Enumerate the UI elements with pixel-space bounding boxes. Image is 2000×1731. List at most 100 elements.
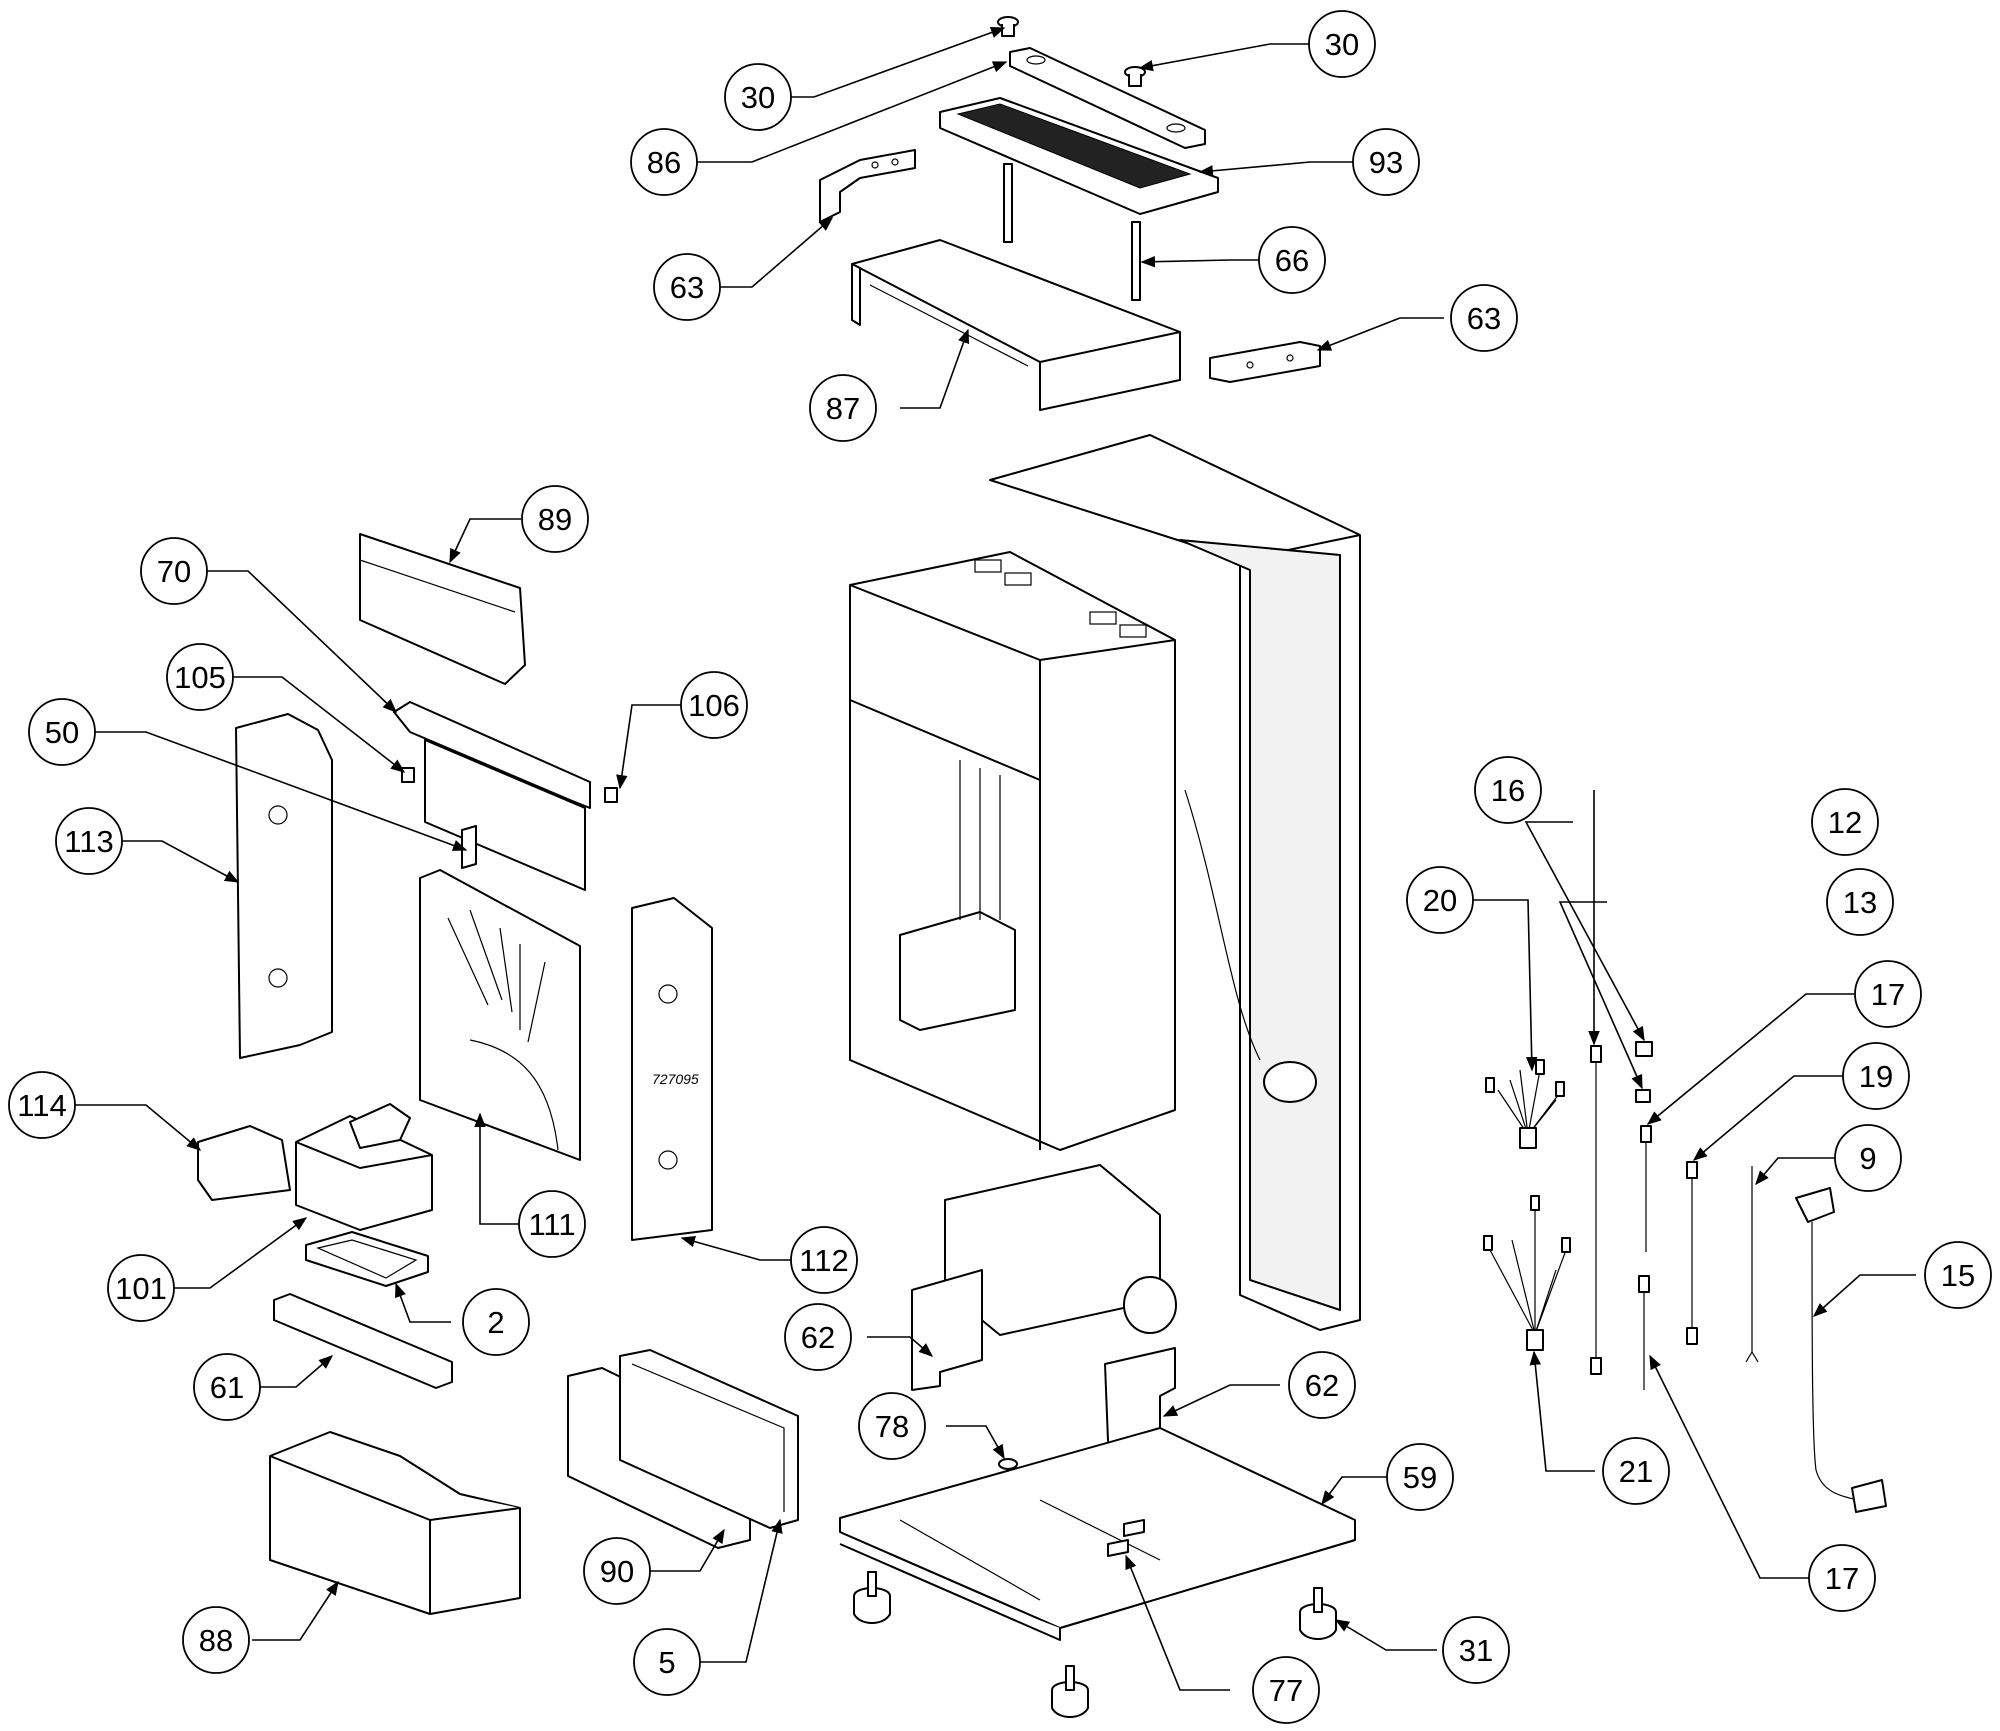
svg-text:31: 31 xyxy=(1459,1633,1493,1668)
callout-63-left: 63 xyxy=(653,253,721,321)
callout-113: 113 xyxy=(55,807,123,875)
svg-text:101: 101 xyxy=(115,1271,167,1306)
part-114-cover xyxy=(197,1125,291,1201)
part-17-wire-lower xyxy=(1638,1275,1650,1390)
callout-78: 78 xyxy=(858,1392,926,1460)
svg-text:90: 90 xyxy=(600,1554,634,1589)
part-2-gasket xyxy=(305,1231,429,1287)
callout-9: 9 xyxy=(1834,1124,1902,1192)
callout-93: 93 xyxy=(1352,128,1420,196)
callout-30-right: 30 xyxy=(1308,10,1376,78)
part-88-base-box xyxy=(269,1431,521,1615)
part-63-bracket-right xyxy=(1209,341,1321,383)
callout-12: 12 xyxy=(1811,788,1879,856)
svg-text:59: 59 xyxy=(1403,1460,1437,1495)
callout-20: 20 xyxy=(1406,866,1474,934)
svg-text:63: 63 xyxy=(1467,301,1501,336)
part-111-back-plate xyxy=(419,869,581,1161)
callout-5: 5 xyxy=(633,1628,701,1696)
part-112-side-panel-right: 727095 xyxy=(631,897,713,1241)
part-113-side-panel xyxy=(235,713,333,1059)
svg-text:21: 21 xyxy=(1619,1454,1653,1489)
part-78-grommet xyxy=(998,1458,1018,1470)
svg-text:17: 17 xyxy=(1871,977,1905,1012)
svg-text:106: 106 xyxy=(688,688,740,723)
svg-text:70: 70 xyxy=(157,554,191,589)
callout-63-right: 63 xyxy=(1450,284,1518,352)
part-66-spacer-rods xyxy=(1003,163,1141,301)
svg-text:62: 62 xyxy=(801,1320,835,1355)
part-86-top-bracket xyxy=(1009,47,1206,149)
part-89-deflector xyxy=(359,533,526,685)
callout-17-lower: 17 xyxy=(1808,1544,1876,1612)
svg-text:88: 88 xyxy=(199,1623,233,1658)
callout-bubbles: 30 30 86 93 63 66 63 87 89 70 105 106 50… xyxy=(8,10,1992,1724)
callout-2: 2 xyxy=(462,1288,530,1356)
svg-text:17: 17 xyxy=(1825,1561,1859,1596)
callout-15: 15 xyxy=(1924,1241,1992,1309)
callout-50: 50 xyxy=(28,698,96,766)
part-62-bracket-upper xyxy=(911,1269,983,1391)
callout-31: 31 xyxy=(1442,1616,1510,1684)
svg-text:2: 2 xyxy=(487,1305,504,1340)
svg-text:105: 105 xyxy=(174,660,226,695)
part-59-base-frame xyxy=(839,1427,1356,1641)
svg-text:15: 15 xyxy=(1941,1258,1975,1293)
part-87-top-housing xyxy=(851,239,1181,411)
part-17-wire-upper xyxy=(1640,1125,1652,1252)
svg-text:77: 77 xyxy=(1269,1673,1303,1708)
svg-text:114: 114 xyxy=(17,1088,66,1123)
callout-77: 77 xyxy=(1252,1656,1320,1724)
callout-88: 88 xyxy=(182,1606,250,1674)
part-105-screw xyxy=(401,767,415,783)
part-63-bracket-left xyxy=(819,149,916,223)
part-19-wire xyxy=(1686,1161,1698,1345)
callout-86: 86 xyxy=(630,128,698,196)
svg-text:50: 50 xyxy=(45,715,79,750)
callout-114: 114 xyxy=(8,1071,76,1139)
part-15-power-cord xyxy=(1795,1187,1887,1513)
svg-text:89: 89 xyxy=(538,502,572,537)
svg-text:113: 113 xyxy=(64,824,113,859)
callout-111: 111 xyxy=(518,1190,586,1258)
callout-16: 16 xyxy=(1474,756,1542,824)
part-30-screw-left xyxy=(997,16,1019,37)
svg-text:30: 30 xyxy=(741,80,775,115)
part-61-rail xyxy=(273,1293,453,1389)
svg-text:112: 112 xyxy=(799,1243,848,1278)
callout-17-upper: 17 xyxy=(1854,960,1922,1028)
callout-105: 105 xyxy=(166,643,234,711)
svg-text:87: 87 xyxy=(826,391,860,426)
part-13-connector xyxy=(1635,1089,1651,1103)
callout-89: 89 xyxy=(521,485,589,553)
part-12-connector xyxy=(1635,1041,1653,1057)
part-77-clips xyxy=(1107,1519,1145,1557)
callout-59: 59 xyxy=(1386,1443,1454,1511)
svg-text:61: 61 xyxy=(210,1370,244,1405)
callout-112: 112 xyxy=(790,1226,858,1294)
svg-text:12: 12 xyxy=(1828,805,1862,840)
callout-62-right: 62 xyxy=(1288,1351,1356,1419)
part-93-grille-cover xyxy=(939,97,1219,215)
callout-90: 90 xyxy=(583,1537,651,1605)
part-70-plate xyxy=(393,701,591,891)
callout-21: 21 xyxy=(1602,1437,1670,1505)
callout-61: 61 xyxy=(193,1353,261,1421)
svg-text:78: 78 xyxy=(875,1409,909,1444)
callout-87: 87 xyxy=(809,374,877,442)
callout-30-left: 30 xyxy=(724,63,792,131)
part-106-screw xyxy=(604,787,618,803)
part-16-wire xyxy=(1590,1045,1602,1375)
callout-70: 70 xyxy=(140,537,208,605)
callout-19: 19 xyxy=(1842,1042,1910,1110)
svg-text:30: 30 xyxy=(1325,27,1359,62)
svg-text:86: 86 xyxy=(647,145,681,180)
svg-text:16: 16 xyxy=(1491,773,1525,808)
part-5-panel-gasket xyxy=(619,1349,799,1529)
part-21-harness xyxy=(1483,1195,1571,1351)
part-31-feet xyxy=(853,1571,1337,1718)
main-cabinet-frame xyxy=(849,434,1361,1336)
svg-text:66: 66 xyxy=(1275,243,1309,278)
part-9-ground-wire xyxy=(1745,1166,1759,1363)
